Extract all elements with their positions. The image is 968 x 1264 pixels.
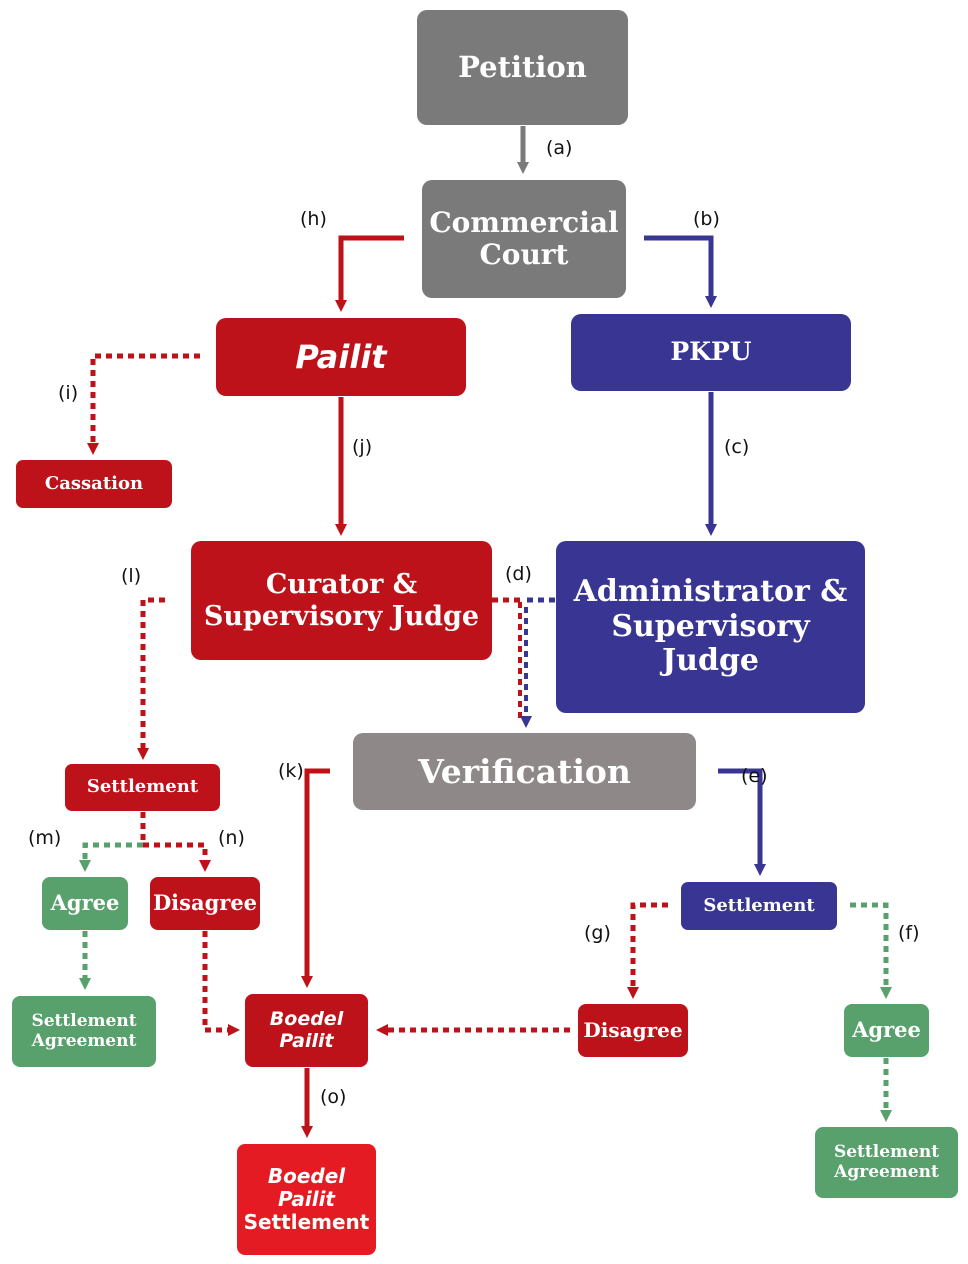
pailit-node: Pailit xyxy=(216,318,466,396)
arrow-e xyxy=(718,768,766,876)
arrow-disagree-left xyxy=(202,931,240,1036)
arrow-g xyxy=(627,902,668,999)
label-j: (j) xyxy=(352,436,373,458)
settlement-right-node: Settlement xyxy=(681,882,837,930)
arrow-h xyxy=(335,235,404,312)
label-o: (o) xyxy=(320,1086,347,1108)
verification-node: Verification xyxy=(353,733,696,810)
arrow-m xyxy=(79,842,143,872)
label-e: (e) xyxy=(741,765,768,787)
administrator-node: Administrator & Supervisory Judge xyxy=(556,541,865,713)
pkpu-node: PKPU xyxy=(571,314,851,391)
label-l: (l) xyxy=(121,565,142,587)
cassation-node: Cassation xyxy=(16,460,172,508)
label-f: (f) xyxy=(898,922,920,944)
boedel-pailit-settlement-node: Boedel Pailit Settlement xyxy=(237,1144,376,1255)
curator-node: Curator & Supervisory Judge xyxy=(191,541,492,660)
boedel-pailit-settlement-word: Settlement xyxy=(243,1210,370,1234)
settlement-agreement-right-node: Settlement Agreement xyxy=(815,1127,958,1198)
label-d: (d) xyxy=(505,563,532,585)
arrow-n xyxy=(143,842,211,872)
label-c: (c) xyxy=(724,436,750,458)
label-b: (b) xyxy=(693,208,720,230)
boedel-pailit-settlement-italic: Boedel Pailit xyxy=(267,1164,346,1211)
arrow-i xyxy=(87,353,200,455)
agree-right-node: Agree xyxy=(844,1004,929,1057)
disagree-left-node: Disagree xyxy=(150,877,260,930)
label-k: (k) xyxy=(278,760,304,782)
label-h: (h) xyxy=(300,208,327,230)
commercial-court-node: Commercial Court xyxy=(422,180,626,298)
label-n: (n) xyxy=(218,827,245,849)
petition-node: Petition xyxy=(417,10,628,125)
agree-left-node: Agree xyxy=(42,877,128,930)
label-m: (m) xyxy=(28,827,62,849)
settlement-agreement-left-node: Settlement Agreement xyxy=(12,996,156,1067)
label-a: (a) xyxy=(546,137,573,159)
disagree-right-node: Disagree xyxy=(578,1004,688,1057)
label-i: (i) xyxy=(58,382,79,404)
arrow-l xyxy=(137,597,165,760)
settlement-left-node: Settlement xyxy=(65,764,220,811)
boedel-pailit-node: Boedel Pailit xyxy=(245,994,368,1067)
arrow-b xyxy=(644,235,717,308)
label-g: (g) xyxy=(584,922,611,944)
arrow-k xyxy=(301,768,330,988)
arrow-f xyxy=(850,902,892,999)
